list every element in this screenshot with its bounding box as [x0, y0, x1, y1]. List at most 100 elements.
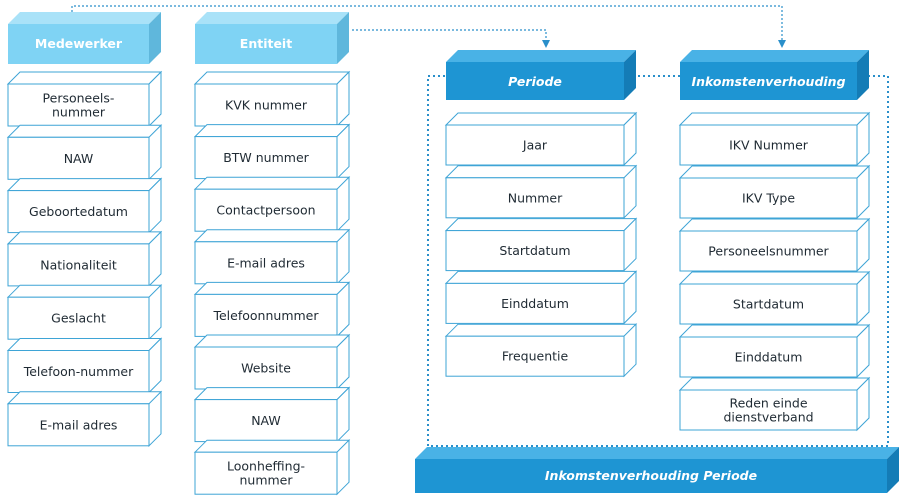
field-label: NAW — [64, 151, 94, 166]
field-label: E-mail adres — [227, 255, 305, 270]
field-box-front — [7, 350, 150, 393]
field-box[interactable]: Startdatum — [444, 217, 638, 272]
entity-title-medewerker: Medewerker — [35, 36, 123, 51]
field-box[interactable]: Personeels-nummer — [6, 70, 163, 128]
field-box-top — [444, 165, 638, 179]
field-label: Telefoonnummer — [212, 308, 319, 323]
field-box-front — [445, 335, 625, 377]
header-top-face — [446, 50, 636, 62]
field-label: Personeelsnummer — [708, 244, 829, 259]
field-box-top — [6, 338, 163, 351]
field-box-top — [6, 178, 163, 192]
header-side-face — [337, 12, 349, 64]
header-front-face — [8, 24, 149, 64]
field-box-front — [7, 243, 150, 287]
field-box-top — [6, 231, 163, 245]
field-box-front — [679, 389, 858, 431]
header-top-face — [195, 12, 349, 24]
field-box-top — [6, 124, 163, 138]
entity-header-entiteit[interactable]: Entiteit — [195, 12, 349, 64]
entity-header-medewerker[interactable]: Medewerker — [8, 12, 161, 64]
field-box-front — [445, 177, 625, 219]
field-box-front — [445, 124, 625, 166]
field-box-top — [678, 324, 871, 338]
field-box-front — [7, 83, 150, 127]
field-box[interactable]: Personeelsnummer — [678, 217, 871, 273]
field-box-top — [678, 112, 871, 126]
field-box-top — [678, 377, 871, 391]
field-label: Geslacht — [51, 311, 106, 326]
entity-header-periode[interactable]: Periode — [446, 50, 636, 100]
field-box-top — [444, 270, 638, 284]
field-box[interactable]: Contactpersoon — [193, 175, 351, 233]
field-label: IKV Nummer — [729, 138, 809, 153]
field-box[interactable]: IKV Type — [678, 164, 871, 220]
field-box[interactable]: Telefoonnummer — [193, 281, 351, 338]
field-box-top — [193, 176, 351, 190]
field-box[interactable]: Website — [193, 333, 351, 391]
field-box[interactable]: Jaar — [444, 111, 638, 167]
field-label: Geboortedatum — [29, 204, 128, 219]
field-box-top — [444, 218, 638, 232]
entity-title-periode: Periode — [508, 74, 562, 89]
field-box[interactable]: Geboortedatum — [6, 177, 163, 234]
field-box-top — [444, 323, 638, 337]
field-box[interactable]: Nummer — [444, 164, 638, 220]
connectors — [71, 5, 786, 48]
field-label: KVK nummer — [225, 98, 308, 113]
field-box-top — [193, 71, 351, 85]
field-box[interactable]: Nationaliteit — [6, 230, 163, 288]
field-box[interactable]: E-mail adres — [193, 228, 351, 286]
field-box[interactable]: IKV Nummer — [678, 111, 871, 167]
field-box[interactable]: Einddatum — [444, 270, 638, 325]
field-box-top — [444, 112, 638, 126]
field-box-top — [6, 391, 163, 405]
field-box-top — [193, 439, 351, 453]
relation-group-frame — [427, 75, 889, 447]
field-box-front — [7, 190, 150, 234]
header-side-face — [149, 12, 161, 64]
field-box[interactable]: Loonheffing-nummer — [193, 438, 351, 496]
header-top-face — [8, 12, 161, 24]
field-box[interactable]: Frequentie — [444, 322, 638, 378]
header-front-face — [446, 62, 624, 100]
header-side-face — [624, 50, 636, 100]
field-box-top — [193, 334, 351, 348]
field-box-top — [678, 271, 871, 285]
connector-entiteit-periode — [352, 29, 550, 48]
field-label: Frequentie — [502, 349, 569, 364]
field-label: Einddatum — [735, 350, 803, 365]
field-box-front — [679, 283, 858, 325]
field-box-top — [193, 229, 351, 243]
field-label: Startdatum — [733, 297, 804, 312]
field-box-front — [679, 177, 858, 219]
field-box-top — [193, 387, 351, 401]
field-label: Personeels-nummer — [43, 91, 115, 120]
field-box-front — [7, 403, 150, 447]
field-box[interactable]: NAW — [193, 386, 351, 443]
field-box-front — [679, 336, 858, 378]
entity-header-inkomstenverhouding[interactable]: Inkomstenverhouding — [680, 50, 869, 100]
entity-header-inkomstenverhouding-periode[interactable]: Inkomstenverhouding Periode — [415, 447, 899, 493]
field-box[interactable]: KVK nummer — [193, 70, 351, 128]
entity-title-inkomstenverhouding: Inkomstenverhouding — [691, 74, 845, 89]
field-label: Telefoon-nummer — [23, 364, 134, 379]
field-box[interactable]: Telefoon-nummer — [6, 337, 163, 394]
field-box[interactable]: E-mail adres — [6, 390, 163, 448]
field-box-front — [7, 296, 150, 340]
field-box[interactable]: Startdatum — [678, 270, 871, 326]
header-front-face — [415, 459, 887, 493]
field-box[interactable]: Einddatum — [678, 323, 871, 379]
field-label: NAW — [251, 413, 281, 428]
field-box-front — [194, 188, 338, 232]
field-box[interactable]: BTW nummer — [193, 123, 351, 180]
field-label: E-mail adres — [40, 417, 118, 432]
entity-title-inkomstenverhouding-periode: Inkomstenverhouding Periode — [545, 468, 757, 483]
field-box[interactable]: Geslacht — [6, 283, 163, 341]
field-box[interactable]: NAW — [6, 124, 163, 181]
